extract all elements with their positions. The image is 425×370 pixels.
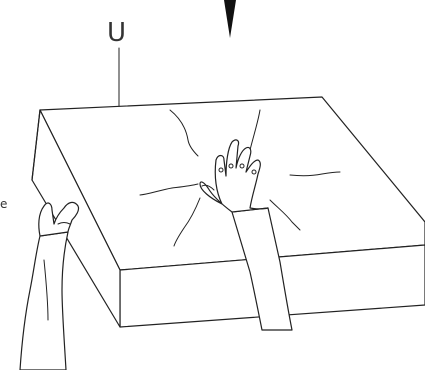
label-u: U (107, 18, 126, 48)
mattress-box (32, 97, 425, 327)
pointer-triangle-icon (224, 0, 236, 38)
left-partial-text: e (0, 197, 7, 211)
left-hand (20, 202, 79, 370)
